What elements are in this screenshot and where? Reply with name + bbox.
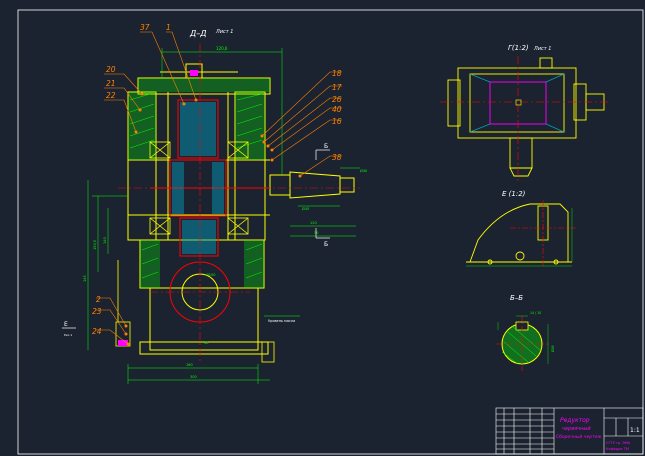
title-line2: червячный bbox=[562, 426, 591, 432]
dim-d11: 40 bbox=[204, 341, 208, 345]
section-mark-b-bottom: Б bbox=[324, 241, 328, 248]
dim-d8: 120 bbox=[310, 221, 317, 225]
section-mark-b-top: Б bbox=[324, 143, 328, 150]
housing-base bbox=[149, 287, 259, 351]
view-marker-e: Е bbox=[64, 321, 68, 328]
part-26: 26 bbox=[332, 95, 342, 104]
view-bb: Б–Б 14 / 10 Ø38 bbox=[496, 294, 555, 372]
sheet-note-main: Лист 1 bbox=[215, 29, 233, 35]
view-e: Е (1:2) bbox=[466, 190, 576, 268]
worm-wheel-lower bbox=[179, 217, 219, 257]
part-18: 18 bbox=[332, 69, 342, 78]
dim-d3: 140 bbox=[103, 237, 107, 244]
part-37: 37 bbox=[140, 23, 150, 32]
title-org-line2: Кафедра ТМ bbox=[606, 447, 629, 451]
title-org-line1: СГТУ гр. ЭМА bbox=[606, 441, 631, 445]
worm-wheel-upper bbox=[177, 99, 219, 159]
title-scale: 1:1 bbox=[630, 427, 640, 434]
view-bb-label: Б–Б bbox=[510, 294, 523, 302]
view-g-label: Г(1:2) bbox=[508, 44, 529, 52]
housing-top bbox=[137, 77, 271, 95]
dim-d4: 145 bbox=[83, 275, 87, 282]
sheet-frame bbox=[17, 9, 644, 455]
part-38: 38 bbox=[332, 153, 342, 162]
part-17: 17 bbox=[332, 83, 342, 92]
dim-d9: Ø100 bbox=[206, 272, 215, 277]
section-label-dd: Д–Д bbox=[189, 29, 207, 38]
dim-d6: Ø45 bbox=[302, 206, 309, 211]
part-40: 40 bbox=[332, 105, 342, 114]
oil-level-note: Уровень масла bbox=[268, 319, 295, 323]
housing-foot bbox=[139, 341, 269, 355]
view-bb-dim-top: 14 / 10 bbox=[530, 311, 541, 315]
dim-d2: 150,5 bbox=[93, 240, 97, 250]
dim-d10: 50 bbox=[314, 231, 318, 235]
dim-d1: Ø40 bbox=[360, 168, 367, 173]
part-21: 21 bbox=[106, 79, 116, 88]
view-g-top: Г(1:2) Лист 1 bbox=[440, 44, 610, 182]
dim-top: 120,6 bbox=[216, 46, 228, 51]
title-line3: Сборочный чертеж bbox=[556, 434, 602, 440]
part-24: 24 bbox=[92, 327, 102, 336]
title-line1: Редуктор bbox=[560, 417, 590, 424]
part-20: 20 bbox=[106, 65, 116, 74]
view-e-label: Е (1:2) bbox=[502, 190, 526, 198]
part-23: 23 bbox=[92, 307, 102, 316]
part-1: 1 bbox=[166, 23, 171, 32]
part-2: 2 bbox=[96, 295, 101, 304]
left-note: Рис.1 bbox=[64, 333, 72, 337]
dim-d7: 300 bbox=[190, 375, 197, 379]
view-g-sheet-note: Лист 1 bbox=[533, 46, 551, 52]
dim-d5: 160 bbox=[186, 363, 193, 367]
main-section-view: Д–Д Лист 1 120,6 Б Б Уровень масла Е Рис… bbox=[62, 23, 367, 384]
part-22: 22 bbox=[106, 91, 116, 100]
title-block: Редуктор червячный Сборочный чертеж 1:1 … bbox=[495, 407, 644, 455]
view-bb-dim-side: Ø38 bbox=[550, 345, 555, 352]
part-16: 16 bbox=[332, 117, 342, 126]
